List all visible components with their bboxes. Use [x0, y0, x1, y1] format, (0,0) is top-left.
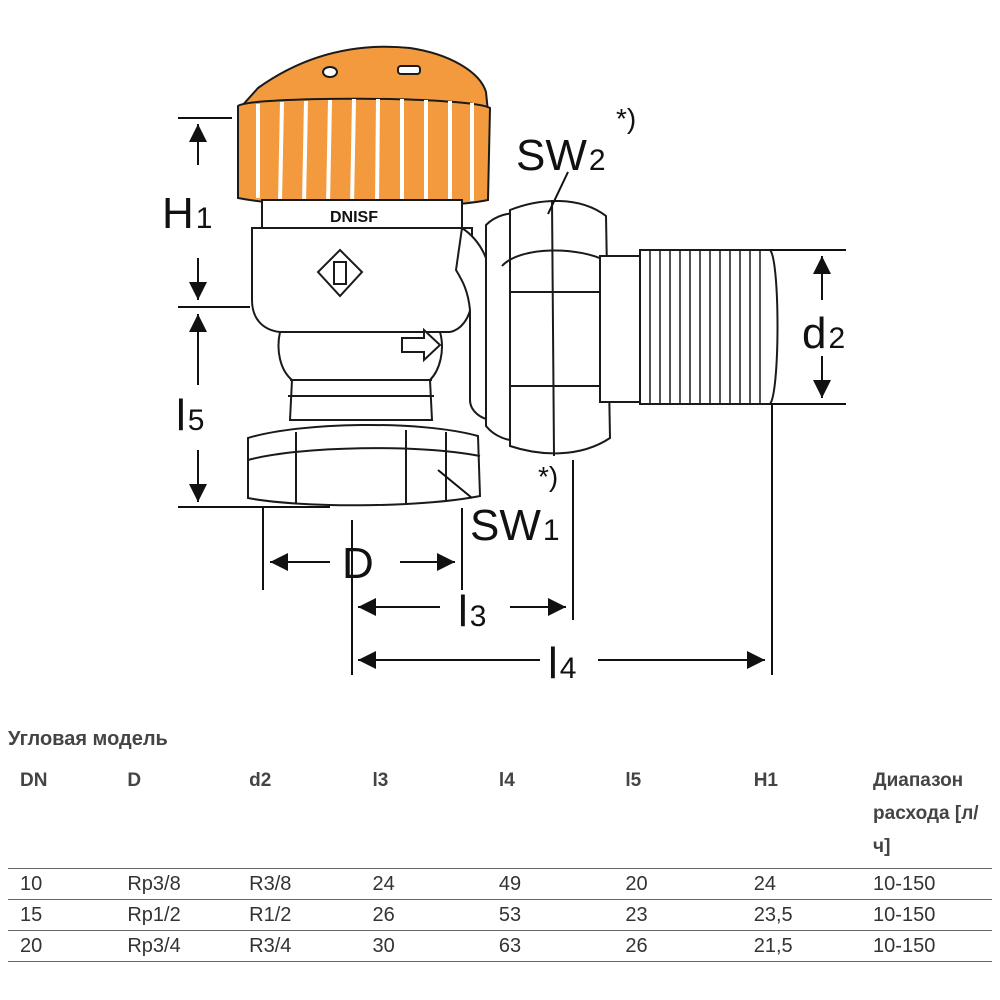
cell-l4: 49	[486, 868, 614, 900]
header-dn: DN	[20, 770, 48, 791]
thread-lines	[649, 250, 761, 404]
cap-top	[237, 45, 490, 114]
cell-flow-range: 10-150	[861, 899, 992, 931]
cell-d2: R3/8	[237, 868, 361, 900]
cell-dn: 10	[8, 868, 116, 900]
cell-l4: 53	[486, 899, 614, 931]
cell-d2: R3/4	[237, 930, 361, 962]
valve-logo	[316, 248, 364, 298]
header-h1: H1	[753, 770, 778, 791]
cell-l5: 20	[613, 868, 742, 900]
cap-ribs	[256, 98, 474, 207]
valve-technical-drawing: DNISF	[162, 45, 846, 688]
header-l3: l3	[372, 770, 389, 791]
cell-h1: 24	[741, 868, 862, 900]
cell-h1: 23,5	[741, 899, 862, 931]
cell-l3: 30	[360, 930, 487, 962]
label-D: D	[342, 539, 374, 588]
header-d2: d2	[249, 770, 272, 791]
label-l4: l4	[548, 639, 576, 688]
table-header-row: DN D d2 l3 l4 l5 H1 Диапазон расхода [л/…	[8, 764, 992, 869]
cell-d: Rp3/8	[115, 868, 238, 900]
valve-elbow	[454, 226, 495, 422]
label-sw1: SW1	[470, 501, 560, 550]
cap-body	[237, 97, 492, 209]
thermostat-cap	[237, 45, 492, 209]
cell-dn: 20	[8, 930, 116, 962]
label-l5: l5	[176, 391, 204, 440]
cell-h1: 21,5	[741, 930, 862, 962]
threaded-tailpiece	[599, 249, 779, 405]
header-l4: l4	[498, 770, 515, 791]
valve-lower-body	[277, 331, 443, 421]
cell-flow-range: 10-150	[861, 868, 992, 900]
cell-d: Rp3/4	[115, 930, 238, 962]
header-d: D	[127, 770, 142, 791]
label-sw1-note: *)	[538, 461, 558, 492]
union-nut	[485, 199, 612, 457]
dimension-lines	[178, 117, 846, 675]
cell-l4: 63	[486, 930, 614, 962]
label-l3: l3	[458, 587, 486, 636]
cell-l5: 23	[613, 899, 742, 931]
valve-body: DNISF	[251, 199, 495, 422]
table-title: Угловая модель	[8, 728, 168, 750]
cell-d2: R1/2	[237, 899, 361, 931]
label-h1: H1	[162, 189, 212, 238]
cell-d: Rp1/2	[115, 899, 238, 931]
bottom-hex-nut	[247, 424, 482, 507]
label-sw2: SW2	[516, 131, 606, 180]
label-sw2-note: *)	[616, 103, 636, 134]
table-row: 20 Rp3/4 R3/4 30 63 26 21,5 10-150	[8, 930, 992, 962]
cell-l3: 26	[360, 899, 487, 931]
label-d2: d2	[802, 309, 845, 358]
cell-l3: 24	[360, 868, 487, 900]
body-engraving: DNISF	[330, 209, 378, 226]
cell-dn: 15	[8, 899, 116, 931]
dimension-labels: H1 SW2 *) d2 l5 *) SW1 D l3 l4	[162, 103, 845, 688]
flow-arrow	[401, 327, 442, 363]
table-row: 10 Rp3/8 R3/8 24 49 20 24 10-150	[8, 868, 992, 900]
table-row: 15 Rp1/2 R1/2 26 53 23 23,5 10-150	[8, 899, 992, 931]
valve-upper-body	[251, 227, 473, 333]
cell-l5: 26	[613, 930, 742, 962]
header-l5: l5	[625, 770, 642, 791]
spec-table: DN D d2 l3 l4 l5 H1 Диапазон расхода [л/…	[8, 764, 992, 962]
cell-flow-range: 10-150	[861, 930, 992, 962]
header-flow-range: Диапазон расхода [л/ч]	[873, 770, 979, 857]
